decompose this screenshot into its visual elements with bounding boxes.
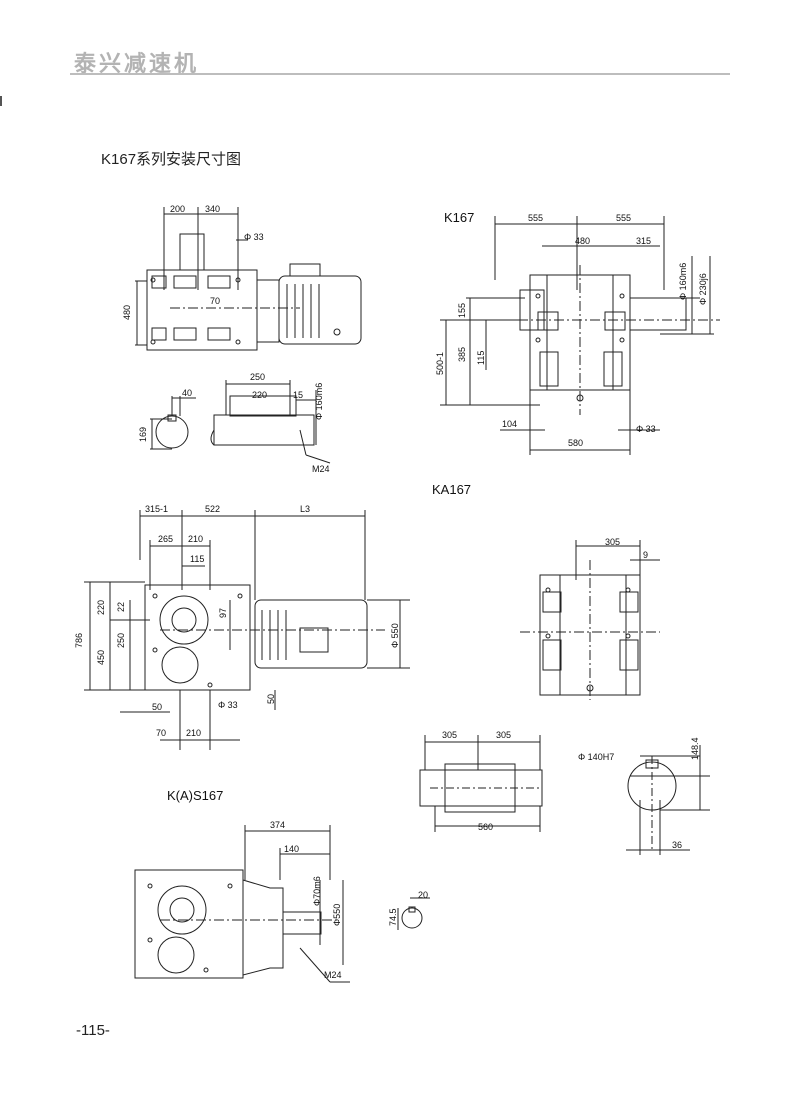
dim-104: 104 xyxy=(502,419,517,429)
dim-115-b: 115 xyxy=(190,554,204,564)
ka167-hollow-shaft xyxy=(419,735,710,855)
dim-210-b: 210 xyxy=(186,728,201,738)
dim-580: 580 xyxy=(568,438,583,448)
dim-560: 560 xyxy=(478,822,493,832)
dim-305: 305 xyxy=(605,537,620,547)
dim-phi33-b: Φ 33 xyxy=(636,424,656,434)
dim-70: 70 xyxy=(210,296,220,306)
dim-phi70: Φ70m6 xyxy=(312,876,322,906)
dim-m24: M24 xyxy=(312,464,330,474)
dim-480-b: 480 xyxy=(575,236,590,246)
dim-70-b: 70 xyxy=(156,728,166,738)
dim-169: 169 xyxy=(138,427,148,442)
label-ka167: KA167 xyxy=(432,482,471,497)
dim-phi550-b: Φ550 xyxy=(332,904,342,926)
dim-115: 115 xyxy=(476,351,486,365)
label-kas167: K(A)S167 xyxy=(167,788,223,803)
dim-522: 522 xyxy=(205,504,220,514)
k167-side-view xyxy=(135,207,362,351)
dim-phi160: Φ 160m6 xyxy=(314,383,324,420)
page-number: -115- xyxy=(76,1022,110,1039)
dim-305-b: 305 xyxy=(442,730,457,740)
dim-phi160-b: Φ 160m6 xyxy=(678,263,688,300)
dim-9: 9 xyxy=(643,550,648,560)
brand-header: 泰兴减速机 xyxy=(74,51,200,76)
dim-phi33: Φ 33 xyxy=(244,232,264,242)
dim-265: 265 xyxy=(158,534,173,544)
header-rule xyxy=(70,73,730,75)
dim-phi550: Φ 550 xyxy=(390,623,400,648)
dim-20: 20 xyxy=(418,890,428,900)
dim-140: 140 xyxy=(284,844,299,854)
dim-340: 340 xyxy=(205,204,220,214)
dim-148-4: 148.4 xyxy=(690,737,700,760)
dim-phi230: Φ 230j6 xyxy=(698,273,708,305)
dim-220: 220 xyxy=(252,390,267,400)
kas167-view xyxy=(134,825,430,983)
dim-50-b: 50 xyxy=(266,694,276,704)
dim-315-1: 315-1 xyxy=(145,504,168,514)
dim-305-c: 305 xyxy=(496,730,511,740)
ka167-top-view xyxy=(520,540,660,700)
dim-50: 50 xyxy=(152,702,162,712)
dim-15: 15 xyxy=(293,390,303,400)
k167-front-view xyxy=(84,510,410,750)
dim-385: 385 xyxy=(457,347,467,362)
dim-250: 250 xyxy=(250,372,265,382)
dim-22: 22 xyxy=(116,602,126,612)
dim-phi33-c: Φ 33 xyxy=(218,700,238,710)
dim-210: 210 xyxy=(188,534,203,544)
dim-786: 786 xyxy=(74,633,84,648)
dim-74-5: 74.5 xyxy=(388,908,398,926)
dim-m24-b: M24 xyxy=(324,970,342,980)
k167-shaft-detail xyxy=(150,380,331,464)
dim-36: 36 xyxy=(672,840,682,850)
dim-480: 480 xyxy=(122,305,132,320)
dim-555-right: 555 xyxy=(616,213,631,223)
dim-250-b: 250 xyxy=(116,633,126,648)
label-k167: K167 xyxy=(444,210,474,225)
dim-500: 500-1 xyxy=(435,352,445,375)
page-edge-mark xyxy=(0,96,2,106)
k167-top-view xyxy=(440,216,720,455)
dim-200: 200 xyxy=(170,204,185,214)
dim-555-left: 555 xyxy=(528,213,543,223)
dim-phi140: Φ 140H7 xyxy=(578,752,614,762)
dim-220-b: 220 xyxy=(96,600,106,615)
dim-97: 97 xyxy=(218,608,228,618)
dim-315: 315 xyxy=(636,236,651,246)
page-title: K167系列安装尺寸图 xyxy=(101,151,242,168)
dim-374: 374 xyxy=(270,820,285,830)
dim-450: 450 xyxy=(96,650,106,665)
dim-40: 40 xyxy=(182,388,192,398)
dim-155: 155 xyxy=(457,303,467,318)
dim-l3: L3 xyxy=(300,504,310,514)
